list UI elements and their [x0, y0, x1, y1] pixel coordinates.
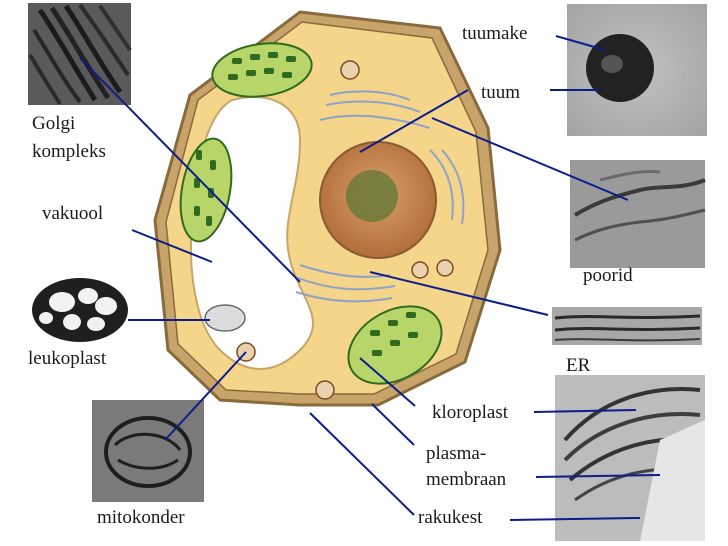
- label-tuum: tuum: [481, 82, 521, 103]
- pointer-tuum-cell: [359, 89, 469, 153]
- pointer-golgi: [79, 57, 301, 283]
- pointer-plasma-cell: [371, 403, 415, 446]
- chloroplast-micrograph: [555, 375, 705, 541]
- label-golgi-line2: kompleks: [32, 141, 106, 162]
- pointer-vakuool: [131, 229, 213, 263]
- pointer-kloroplast-micro: [533, 409, 637, 413]
- label-tuumake: tuumake: [462, 23, 528, 44]
- golgi-micrograph: [28, 3, 132, 106]
- pointer-poorid: [431, 117, 629, 201]
- label-kloroplast: kloroplast: [432, 402, 508, 423]
- pointer-plasma-micro: [535, 474, 661, 478]
- leukoplast-micrograph: [32, 278, 128, 342]
- chloroplast-top: [211, 42, 313, 98]
- pointer-rakukest-cell: [309, 412, 415, 516]
- chloroplast-bottom: [347, 305, 443, 385]
- label-leukoplast: leukoplast: [28, 348, 107, 369]
- leukoplast-shape: [204, 304, 246, 332]
- label-poorid: poorid: [583, 265, 633, 286]
- label-plasma-line1: plasma-: [426, 443, 487, 464]
- pointer-er: [369, 271, 549, 316]
- label-vakuool: vakuool: [42, 203, 104, 224]
- pointer-lines: [79, 35, 661, 521]
- label-mitokonder: mitokonder: [97, 507, 185, 528]
- er-micrograph: [552, 307, 702, 345]
- label-plasma-line2: membraan: [426, 469, 507, 490]
- mitochondria: [236, 60, 454, 400]
- plant-cell: [153, 10, 502, 407]
- pointer-mitokonder: [164, 351, 247, 441]
- label-golgi-line1: Golgi: [32, 113, 76, 134]
- pointer-tuumake: [555, 35, 606, 51]
- nucleus-micrograph: [567, 4, 707, 136]
- label-er: ER: [566, 355, 591, 376]
- pores-micrograph: [570, 160, 706, 268]
- pointer-kloroplast-cell: [359, 357, 416, 407]
- pointer-rakukest-micro: [509, 517, 641, 521]
- nucleolus-shape: [346, 170, 398, 222]
- label-rakukest: rakukest: [418, 507, 483, 528]
